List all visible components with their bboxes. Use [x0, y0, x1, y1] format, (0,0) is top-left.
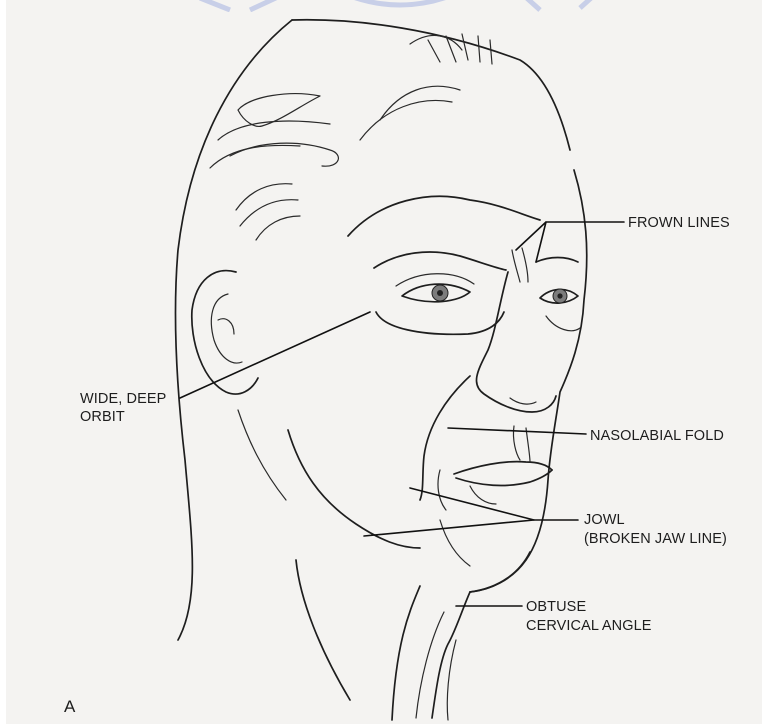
label-frown-lines: FROWN LINES	[628, 214, 730, 232]
hair-line-4	[230, 143, 338, 166]
hair-line-8	[428, 34, 492, 64]
neck-shadow	[238, 410, 286, 500]
neck-back	[296, 560, 350, 700]
lower-lip	[456, 470, 552, 485]
label-wide-deep-orbit-line1: WIDE, DEEP	[80, 390, 166, 408]
hair-line-7	[410, 35, 462, 50]
neck-front	[432, 592, 470, 718]
nasolabial-fold-line	[420, 376, 470, 500]
left-brow	[374, 252, 506, 270]
neck-cord-2	[416, 612, 444, 718]
label-jowl-line2: (BROKEN JAW LINE)	[584, 530, 727, 548]
upper-lip	[454, 462, 552, 474]
frown-line-marks	[512, 248, 528, 282]
neck-cord-1	[392, 586, 420, 720]
neck-cord-3	[447, 640, 456, 720]
label-jowl-line1: JOWL	[584, 511, 625, 529]
right-orbit-hollow	[546, 316, 580, 331]
label-wide-deep-orbit-line2: ORBIT	[80, 408, 125, 426]
hair-line-3	[210, 145, 300, 168]
hair-top	[292, 20, 570, 150]
leader-jowl-2	[364, 520, 534, 536]
nostril	[510, 398, 536, 404]
hair-line-6	[360, 101, 452, 140]
nose	[476, 272, 556, 412]
ear-inner	[211, 294, 242, 363]
lip-lines	[438, 470, 496, 510]
hair-line-5	[380, 86, 460, 120]
ear	[192, 271, 258, 394]
face-front-contour	[470, 170, 587, 592]
chin	[470, 552, 530, 592]
jaw-jowl	[288, 430, 420, 548]
right-brow	[536, 258, 578, 263]
panel-letter: A	[64, 697, 75, 717]
leader-orbit	[180, 312, 370, 398]
hair-line-2	[218, 121, 330, 140]
label-obtuse-line1: OBTUSE	[526, 598, 586, 616]
leader-frown-lines	[516, 222, 624, 262]
leader-nasolabial	[448, 428, 586, 434]
left-orbit-hollow	[376, 312, 504, 334]
label-nasolabial-fold: NASOLABIAL FOLD	[590, 427, 724, 445]
hairline	[348, 196, 540, 236]
hair-line-9	[236, 184, 300, 240]
label-obtuse-line2: CERVICAL ANGLE	[526, 617, 652, 635]
